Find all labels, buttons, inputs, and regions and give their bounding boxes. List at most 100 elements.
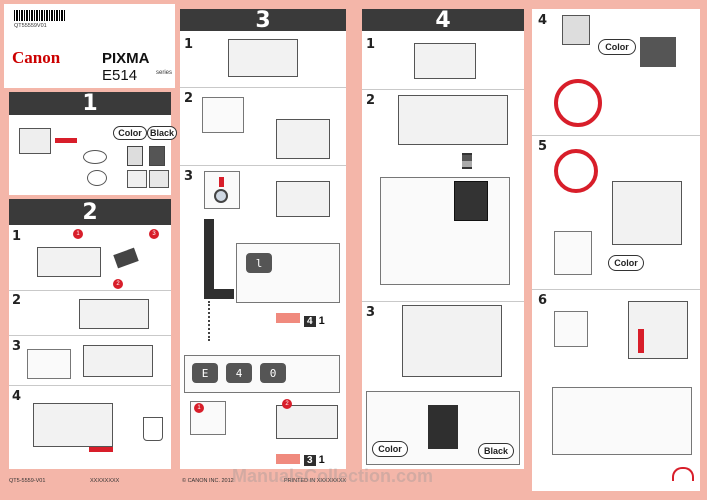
step-circle-2: 2 xyxy=(113,279,123,289)
tape-bin-icon xyxy=(143,417,163,441)
holder-zoom xyxy=(454,181,488,221)
cover-close-zoom xyxy=(552,387,692,455)
step2-sub1: 1 xyxy=(12,229,22,244)
no-touch-icon xyxy=(554,149,598,193)
printer-illustration xyxy=(276,119,330,159)
step4-sub6: 6 xyxy=(538,293,548,308)
divider xyxy=(532,135,700,136)
step4-panel: 4 1 2 3 Color Black xyxy=(362,8,524,469)
printer-illustration xyxy=(228,39,298,77)
cartridge-insert-illustration xyxy=(612,181,682,245)
ref-step3: 3 1 xyxy=(304,454,325,466)
footer-placeholder: XXXXXXXX xyxy=(90,478,120,484)
back-arrow-icon[interactable] xyxy=(672,467,694,481)
step2-sub2: 2 xyxy=(12,293,22,308)
dotted-arrow xyxy=(208,301,210,341)
power-cord-zoom xyxy=(202,97,244,133)
cable-icon xyxy=(83,150,107,164)
divider xyxy=(532,289,700,290)
footer-watermark: ManualsCollection.com xyxy=(232,466,434,486)
step2-sub4: 4 xyxy=(12,389,22,404)
red-arrow xyxy=(638,329,644,353)
model-name: E514 xyxy=(102,67,138,84)
divider xyxy=(362,301,524,302)
red-arrow xyxy=(89,447,113,452)
step-circle-2: 2 xyxy=(282,399,292,409)
error-char-1: E xyxy=(192,363,218,383)
curved-arrow xyxy=(55,138,77,143)
printer-illustration xyxy=(276,405,338,439)
divider xyxy=(180,87,346,88)
divider xyxy=(9,290,171,291)
divider xyxy=(362,89,524,90)
step3-sub2: 2 xyxy=(184,91,194,106)
box-icon xyxy=(19,128,51,154)
ref-box: 4 xyxy=(304,315,316,327)
step4-sub2: 2 xyxy=(366,93,376,108)
step4-sub4: 4 xyxy=(538,13,548,28)
carriage-illustration xyxy=(628,301,688,359)
printer-illustration xyxy=(414,43,476,79)
cartridge-illustration xyxy=(562,15,590,45)
divider xyxy=(9,385,171,386)
no-touch-icon xyxy=(554,79,602,127)
power-icon xyxy=(214,189,228,203)
error-char-3: 0 xyxy=(260,363,286,383)
stop-button-zoom xyxy=(190,401,226,435)
step2-panel: 2 1 1 2 3 2 3 4 xyxy=(9,199,171,469)
zoom-box xyxy=(27,349,71,379)
ref-num: 1 xyxy=(318,454,325,466)
ink-cartridge-icon xyxy=(149,146,165,166)
footer-copyright: © CANON INC. 2012 xyxy=(182,478,234,484)
color-label: Color xyxy=(598,39,636,55)
flow-arrow xyxy=(204,289,234,299)
manual-icon xyxy=(127,170,147,188)
red-arrow xyxy=(219,177,224,187)
printer-open-illustration xyxy=(33,403,113,447)
series-label: series xyxy=(156,70,173,76)
printer-illustration xyxy=(79,299,149,329)
ref-num: 1 xyxy=(318,315,325,327)
carriage-illustration xyxy=(402,305,502,377)
step3-header: 3 xyxy=(180,8,346,33)
printhead-zoom xyxy=(380,177,510,285)
flow-arrow xyxy=(204,219,214,299)
black-label: Black xyxy=(478,443,514,459)
manual-icon xyxy=(149,170,169,188)
red-arrow xyxy=(276,454,300,464)
ink-cartridge-icon xyxy=(127,146,143,166)
display-readout: l xyxy=(246,253,272,273)
step-circle-3: 3 xyxy=(149,229,159,239)
step4-sub5: 5 xyxy=(538,139,548,154)
step4-header: 4 xyxy=(362,8,524,33)
printer-illustration xyxy=(37,247,101,277)
step-circle-1: 1 xyxy=(194,403,204,413)
hourglass-icon xyxy=(462,153,472,169)
step2-header: 2 xyxy=(9,199,171,225)
barcode xyxy=(14,10,66,21)
cartridge-illustration xyxy=(640,37,676,67)
divider xyxy=(180,165,346,166)
printer-illustration xyxy=(276,181,330,217)
error-char-2: 4 xyxy=(226,363,252,383)
divider xyxy=(9,335,171,336)
step4-sub3: 3 xyxy=(366,305,376,320)
step4-sub1: 1 xyxy=(366,37,376,52)
color-label: Color xyxy=(372,441,408,457)
step1-header: 1 xyxy=(9,91,171,116)
step4-continued-panel: 4 Color 5 Color 6 xyxy=(532,9,700,491)
step3-sub3: 3 xyxy=(184,169,194,184)
cartridge-holder xyxy=(428,405,458,449)
step3-panel: 3 1 2 3 l 4 1 E 4 0 1 2 3 1 xyxy=(180,8,346,469)
red-arrow xyxy=(276,313,300,323)
tape-piece xyxy=(113,247,139,269)
footer-code: QT5-5559-V01 xyxy=(9,478,46,484)
display-panel xyxy=(236,243,340,303)
step1-panel: 1 Color Black xyxy=(9,91,177,195)
step-circle-1: 1 xyxy=(73,229,83,239)
black-label: Black xyxy=(147,126,177,140)
barcode-id: QT55559V01 xyxy=(14,23,47,29)
model-prefix: PIXMA xyxy=(102,50,149,67)
lock-zoom xyxy=(554,311,588,347)
printer-illustration xyxy=(83,345,153,377)
